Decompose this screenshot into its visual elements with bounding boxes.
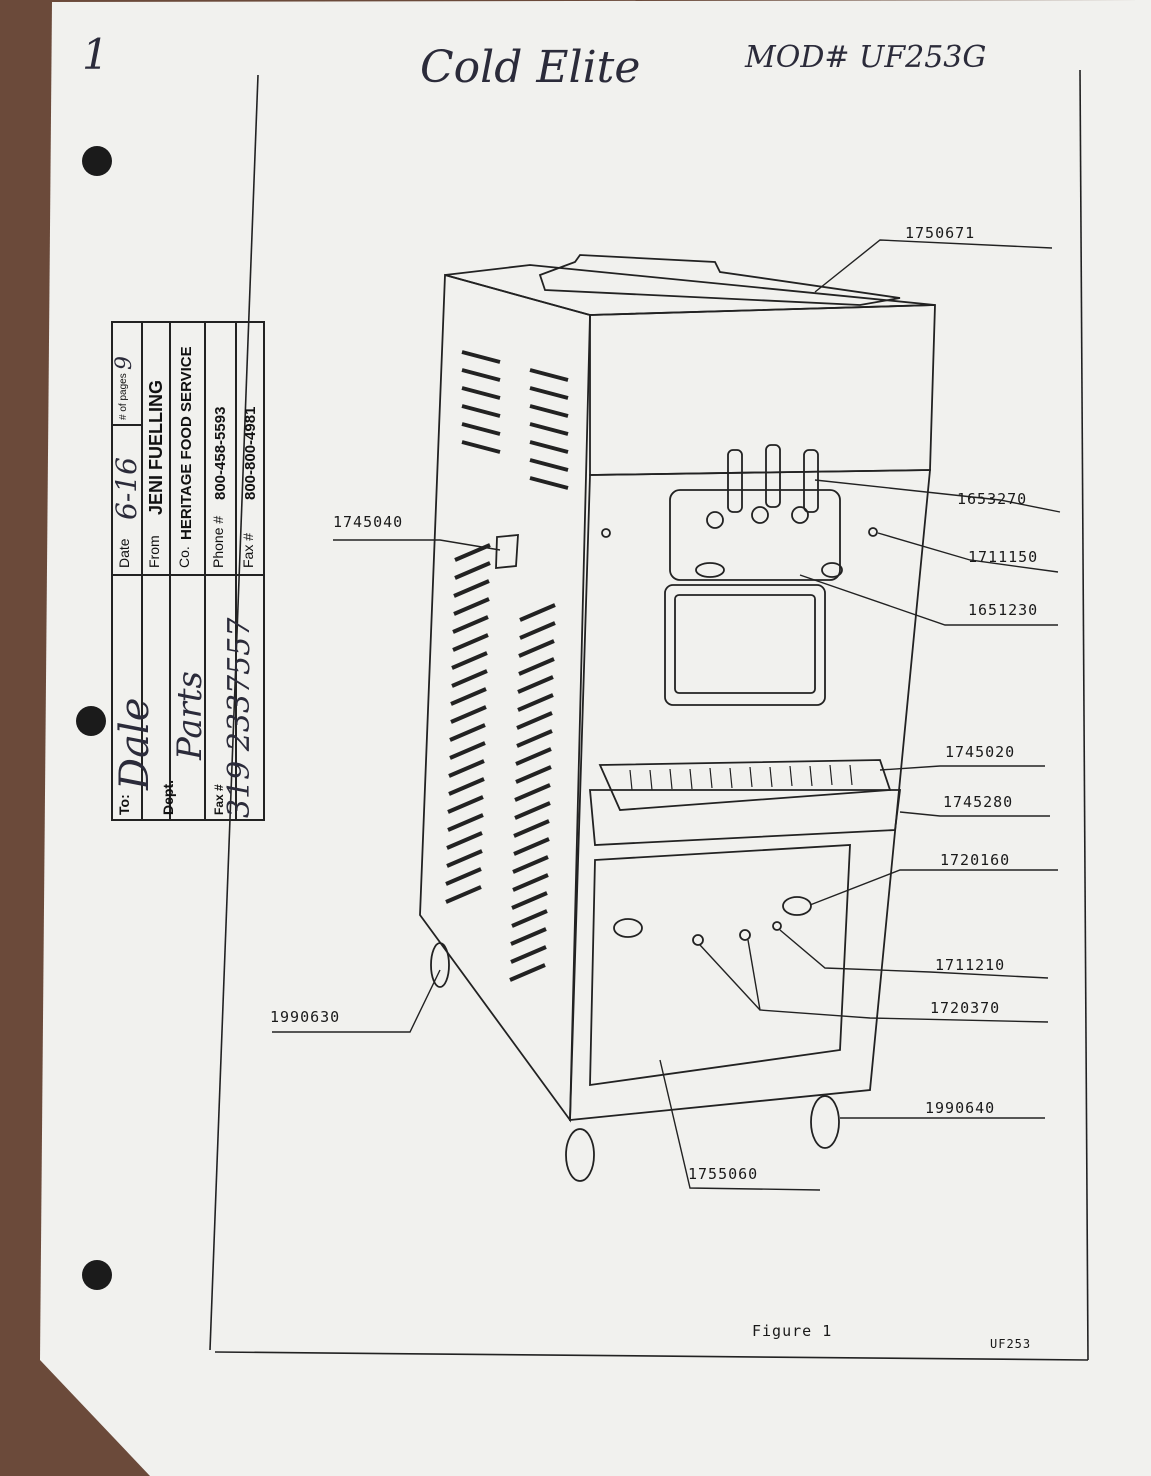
part-label-1711150: 1711150 <box>968 548 1039 566</box>
fax-to-value: Dale <box>112 697 158 790</box>
part-label-1745280: 1745280 <box>943 793 1014 811</box>
fax-date-value: 6-16 <box>110 457 143 520</box>
binder-hole-bottom <box>82 1260 112 1290</box>
fax-label-box <box>111 321 265 821</box>
fax-fax-value: 800-800-4981 <box>242 406 259 500</box>
paper-sheet <box>40 0 1151 1476</box>
part-label-1711210: 1711210 <box>935 956 1006 974</box>
leader-1720370b <box>699 944 761 1011</box>
fax-co-label: Co. <box>176 546 192 568</box>
hopper-lid <box>538 254 901 306</box>
leader-1750671 <box>814 239 1053 293</box>
fax-dept-value: Parts <box>170 671 210 760</box>
fax-from-label: From <box>146 535 162 568</box>
drip-tray-slats <box>629 764 853 791</box>
side-vents <box>445 350 569 982</box>
page-number: 1 <box>82 30 109 79</box>
drawing-code: UF253 <box>990 1337 1032 1351</box>
frame-right-line <box>1079 69 1089 1361</box>
binder-hole-middle <box>76 706 106 736</box>
model-number: MOD# UF253G <box>745 40 987 75</box>
leader-1720160 <box>809 869 1058 906</box>
frame-bottom-line <box>214 1351 1089 1361</box>
fax-fax-label: Fax # <box>240 532 256 568</box>
fax-fax2-value: 319 2337557 <box>222 617 257 818</box>
caster-front-right <box>810 1095 840 1149</box>
part-label-1990630: 1990630 <box>270 1008 341 1026</box>
part-label-1990640: 1990640 <box>925 1099 996 1117</box>
leader-1711210 <box>779 929 1049 979</box>
faucet-handle-center <box>765 444 781 508</box>
fax-phone-value: 800-458-5593 <box>212 406 229 500</box>
leader-1990630 <box>272 969 441 1033</box>
leader-1745020 <box>879 765 1045 771</box>
faucet-handle-left <box>727 449 743 513</box>
fax-pages-value: 9 <box>112 356 137 370</box>
leader-1755060 <box>659 1059 821 1191</box>
part-label-1720160: 1720160 <box>940 851 1011 869</box>
part-label-1653270: 1653270 <box>957 490 1028 508</box>
leader-1745040 <box>333 539 501 551</box>
door-latch-left <box>613 918 643 938</box>
binder-hole-top <box>82 146 112 176</box>
part-label-1755060: 1755060 <box>688 1165 759 1183</box>
figure-caption: Figure 1 <box>752 1322 833 1340</box>
drip-tray-base <box>589 789 902 846</box>
part-label-1720370: 1720370 <box>930 999 1001 1017</box>
fax-co-value: HERITAGE FOOD SERVICE <box>178 346 195 540</box>
fax-date-label: Date <box>116 538 132 568</box>
lower-door <box>589 844 851 1087</box>
machine-front <box>569 469 931 1121</box>
fax-pages-label: # of pages <box>118 373 129 420</box>
caster-left-rear <box>430 942 450 988</box>
leader-1711150 <box>877 532 1059 573</box>
fax-to-label: To: <box>116 794 132 815</box>
caster-front-left <box>565 1128 595 1182</box>
fax-dept-label: Dept. <box>160 780 176 815</box>
dispense-window <box>664 584 826 706</box>
leader-1653270 <box>814 479 1061 513</box>
frame-left-line <box>209 74 259 1351</box>
fax-from-value: JENI FUELLING <box>146 379 166 515</box>
part-label-1750671: 1750671 <box>905 224 976 242</box>
brand-name: Cold Elite <box>420 42 641 93</box>
leader-1745280 <box>899 811 1050 817</box>
leader-lines <box>272 239 1061 1191</box>
part-label-1745040: 1745040 <box>333 513 404 531</box>
door-latch-right <box>782 896 812 916</box>
side-sticker <box>495 534 519 569</box>
machine-drawing <box>419 254 936 1182</box>
part-label-1745020: 1745020 <box>945 743 1016 761</box>
part-label-1651230: 1651230 <box>968 601 1039 619</box>
leader-1651230 <box>799 574 1058 626</box>
fax-phone-label: Phone # <box>210 515 226 568</box>
leader-1720370 <box>747 939 1049 1023</box>
dispense-plate <box>669 489 841 581</box>
